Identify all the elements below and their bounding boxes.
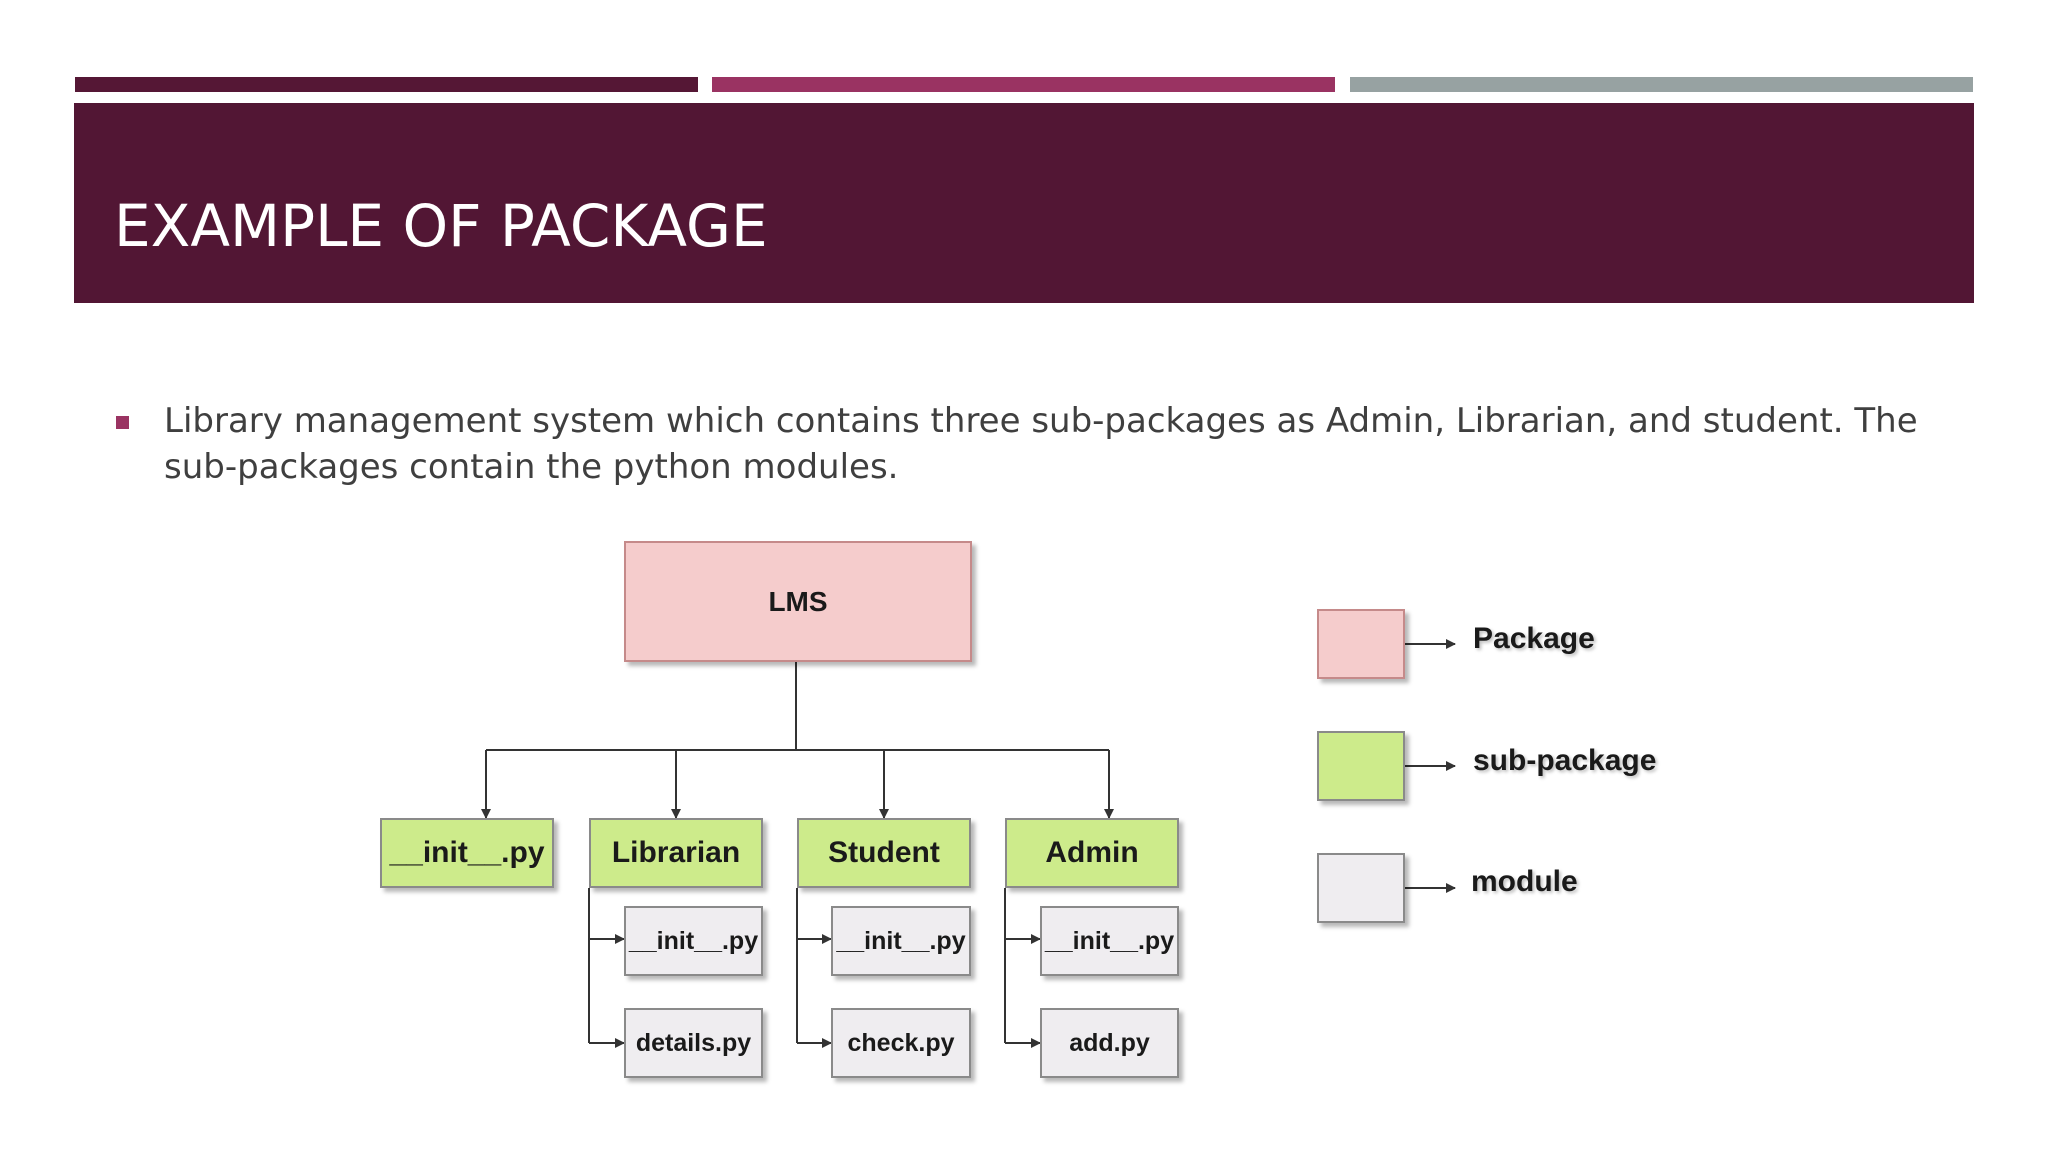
bullet-marker: [116, 416, 129, 429]
legend-package-label: Package: [1473, 622, 1595, 655]
legend-module-label: module: [1471, 865, 1578, 898]
slide-title: EXAMPLE OF PACKAGE: [114, 192, 768, 260]
student-subpackage-label: Student: [828, 836, 940, 869]
librarian-subpackage-box: Librarian: [589, 818, 763, 888]
legend-subpackage-label: sub-package: [1473, 744, 1657, 777]
librarian-details-module-label: details.py: [635, 1028, 752, 1057]
student-subpackage-box: Student: [797, 818, 971, 888]
librarian-subpackage-label: Librarian: [611, 836, 741, 869]
accent-bar-left: [75, 77, 698, 92]
admin-init-module-label: __init__.py: [1044, 926, 1175, 955]
librarian-init-module-box: __init__.py: [624, 906, 763, 976]
student-check-module-box: check.py: [831, 1008, 971, 1078]
accent-bar-right: [1350, 77, 1973, 92]
admin-add-module-label: add.py: [1069, 1028, 1150, 1057]
admin-init-module-box: __init__.py: [1040, 906, 1179, 976]
accent-bar-middle: [712, 77, 1335, 92]
student-check-module-label: check.py: [847, 1028, 955, 1057]
bullet-text: Library management system which contains…: [164, 401, 1918, 487]
librarian-init-module-label: __init__.py: [628, 926, 759, 955]
admin-subpackage-label: Admin: [1045, 836, 1139, 869]
student-init-module-label: __init__.py: [836, 926, 966, 955]
package-diagram: LMS __init__.py Librarian Student Admin …: [360, 525, 1680, 1085]
admin-subpackage-box: Admin: [1005, 818, 1179, 888]
legend-package-swatch: [1317, 609, 1405, 679]
admin-add-module-box: add.py: [1040, 1008, 1179, 1078]
diagram-connectors: [481, 639, 1456, 1048]
student-init-module-box: __init__.py: [831, 906, 971, 976]
init-subpackage-box: __init__.py: [380, 818, 554, 888]
librarian-details-module-box: details.py: [624, 1008, 763, 1078]
title-band: [74, 103, 1974, 303]
lms-package-label: LMS: [768, 585, 828, 617]
lms-package-box: LMS: [624, 541, 972, 662]
legend-module-swatch: [1317, 853, 1405, 923]
init-subpackage-label: __init__.py: [389, 836, 545, 869]
legend-subpackage-swatch: [1317, 731, 1405, 801]
